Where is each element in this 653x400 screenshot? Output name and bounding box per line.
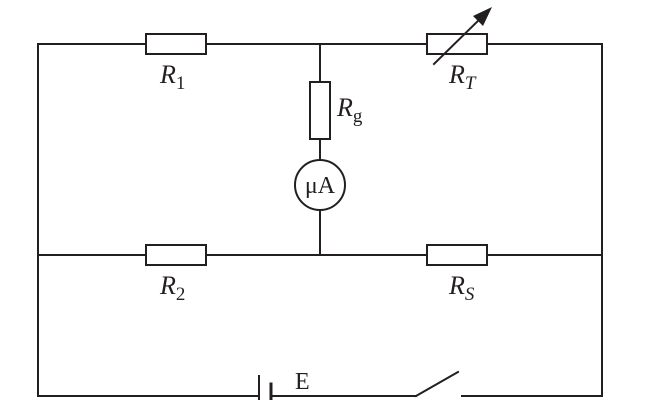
- microammeter-body: [294, 159, 346, 211]
- resistor-r2-body: [145, 244, 207, 266]
- resistor-rg-body: [309, 81, 331, 140]
- resistor-r1: R1: [145, 33, 207, 94]
- resistor-rs-label: RS: [448, 271, 475, 305]
- switch: [414, 370, 460, 398]
- resistor-r1-label: R1: [159, 60, 185, 94]
- resistor-r2-label: R2: [159, 271, 185, 305]
- resistor-rg-label: Rg: [336, 93, 363, 127]
- microammeter-label: μA: [305, 173, 336, 199]
- variable-arrow-shaft: [432, 13, 486, 66]
- resistor-r1-body: [145, 33, 207, 55]
- variable-arrow-head-icon: [473, 7, 492, 26]
- resistor-rt: RT: [426, 7, 492, 94]
- circuit-wires: [37, 43, 603, 397]
- microammeter: μA: [294, 159, 346, 211]
- battery-e: E: [258, 369, 310, 400]
- resistor-rs: RS: [426, 244, 488, 305]
- resistor-rs-body: [426, 244, 488, 266]
- resistor-r2: R2: [145, 244, 207, 305]
- resistor-rt-body: [426, 33, 488, 55]
- resistor-rt-label: RT: [448, 60, 477, 94]
- battery-label: E: [295, 369, 310, 395]
- resistor-rg: Rg: [309, 81, 363, 140]
- switch-blade: [414, 370, 460, 398]
